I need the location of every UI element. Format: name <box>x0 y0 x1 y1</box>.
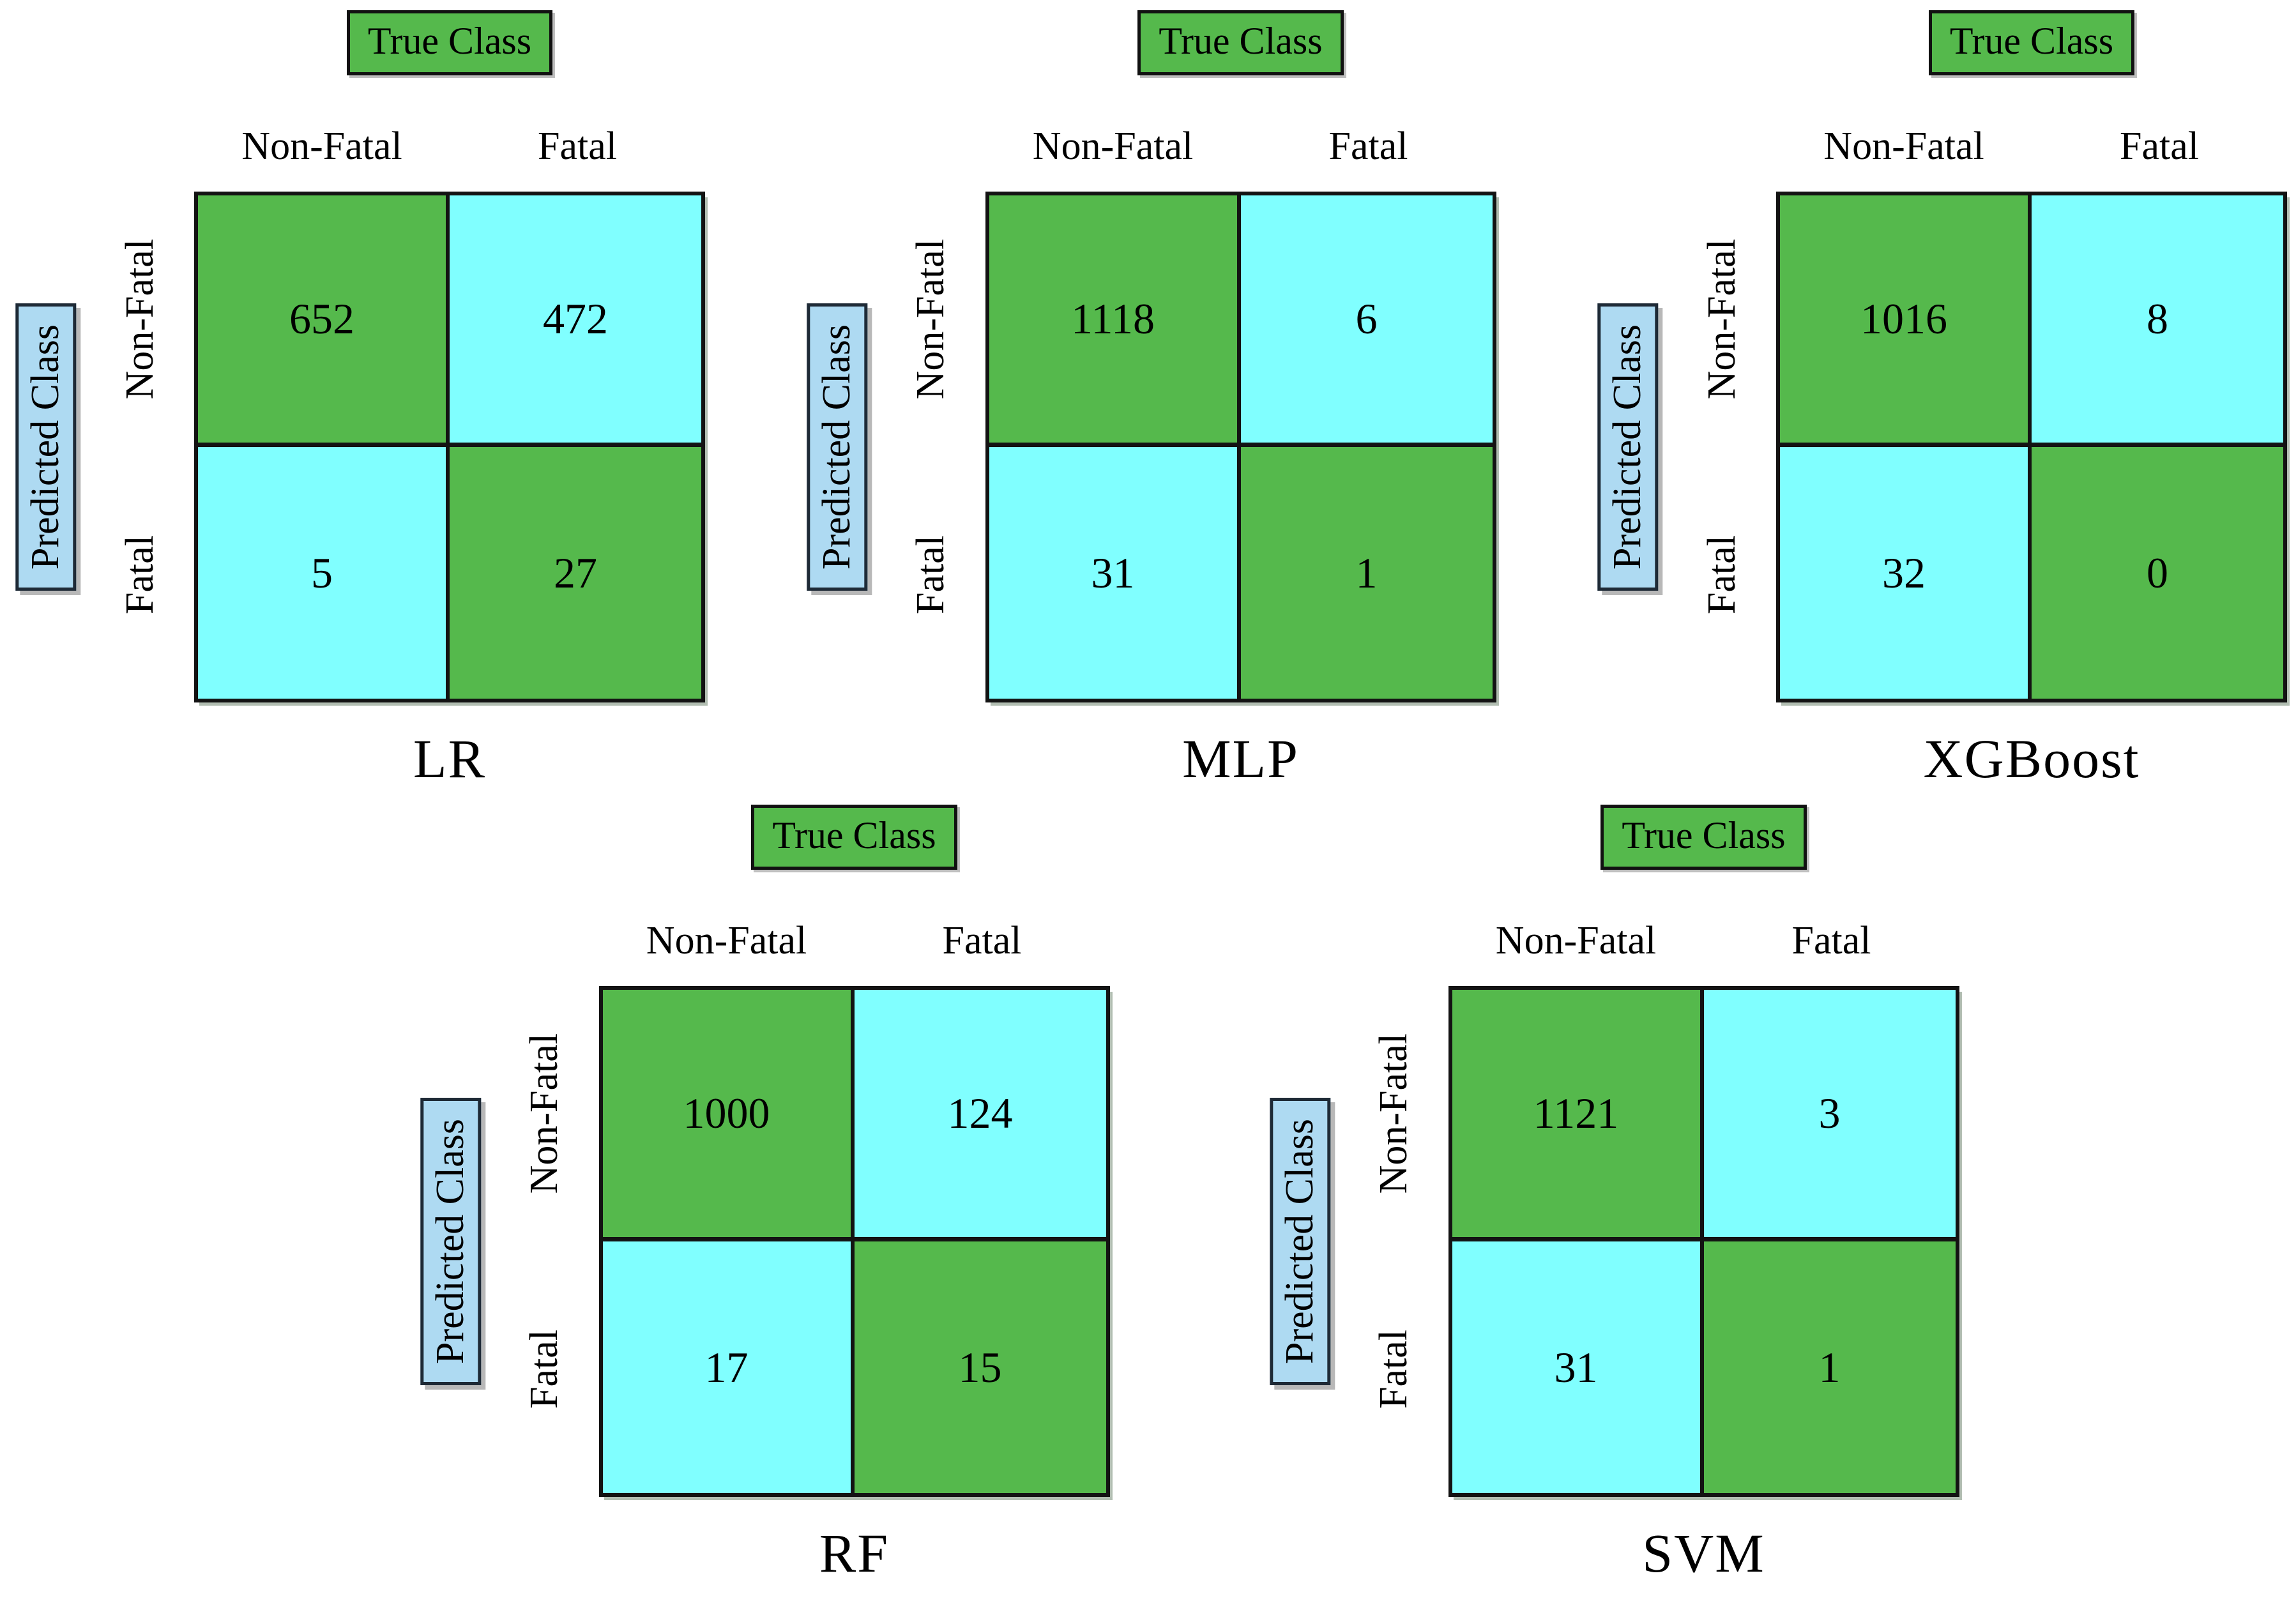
matrix-cell-r1c1: 1 <box>1240 447 1493 699</box>
row-label-non-fatal: Non-Fatal <box>1372 1033 1415 1194</box>
matrix-cell-r1c1: 1 <box>1703 1241 1956 1493</box>
row-labels: Non-Fatal Fatal <box>490 986 599 1497</box>
true-class-label: True Class <box>1137 10 1344 75</box>
matrix-cell-r1c1: 0 <box>2032 447 2283 699</box>
row-label-non-fatal: Non-Fatal <box>1699 239 1744 400</box>
true-class-label: True Class <box>751 805 957 870</box>
col-label-fatal: Fatal <box>1328 125 1408 168</box>
panel-xgboost: True Class Non-Fatal Fatal Predicted Cla… <box>1591 10 2287 791</box>
row-label-non-fatal: Non-Fatal <box>118 239 162 400</box>
col-label-fatal: Fatal <box>942 919 1022 962</box>
confusion-matrix-rf: 1000 124 17 15 <box>598 986 1110 1497</box>
row-label-non-fatal: Non-Fatal <box>909 239 952 400</box>
model-title-lr: LR <box>413 728 486 789</box>
column-labels: Non-Fatal Fatal <box>599 918 1110 966</box>
col-label-non-fatal: Non-Fatal <box>1495 919 1657 962</box>
matrix-cell-r0c1: 6 <box>1240 195 1493 447</box>
true-class-label: True Class <box>1928 10 2135 75</box>
matrix-cell-r1c0: 5 <box>198 447 450 699</box>
matrix-cell-r1c0: 31 <box>989 447 1241 699</box>
col-label-non-fatal: Non-Fatal <box>646 919 807 962</box>
confusion-matrix-svm: 1121 3 31 1 <box>1448 986 1959 1497</box>
col-label-non-fatal: Non-Fatal <box>1823 125 1984 168</box>
row-labels: Non-Fatal Fatal <box>1340 986 1448 1497</box>
predicted-class-label: Predicted Class <box>806 303 867 591</box>
matrix-cell-r1c0: 17 <box>602 1241 855 1493</box>
bottom-row: True Class Non-Fatal Fatal Predicted Cla… <box>38 805 2296 1585</box>
matrix-cell-r0c1: 8 <box>2032 195 2283 447</box>
col-label-fatal: Fatal <box>2120 125 2199 168</box>
panel-rf: True Class Non-Fatal Fatal Predicted Cla… <box>414 805 1110 1585</box>
row-label-non-fatal: Non-Fatal <box>522 1033 566 1194</box>
panel-mlp: True Class Non-Fatal Fatal Predicted Cla… <box>800 10 1496 791</box>
confusion-matrix-lr: 652 472 5 27 <box>194 192 705 702</box>
row-labels: Non-Fatal Fatal <box>1668 192 1776 702</box>
matrix-cell-r1c1: 15 <box>854 1241 1106 1493</box>
matrix-cell-r1c0: 32 <box>1780 447 2032 699</box>
matrix-cell-r1c0: 31 <box>1452 1241 1704 1493</box>
col-label-fatal: Fatal <box>538 125 617 168</box>
predicted-class-label: Predicted Class <box>1269 1098 1330 1385</box>
row-label-fatal: Fatal <box>909 535 952 614</box>
column-labels: Non-Fatal Fatal <box>1448 918 1959 966</box>
matrix-cell-r0c0: 652 <box>198 195 450 447</box>
row-label-fatal: Fatal <box>1699 535 1744 614</box>
matrix-cell-r0c0: 1016 <box>1780 195 2032 447</box>
matrix-cell-r0c0: 1121 <box>1452 990 1704 1241</box>
matrix-cell-r0c0: 1000 <box>602 990 855 1241</box>
matrix-cell-r0c1: 3 <box>1703 990 1956 1241</box>
model-title-svm: SVM <box>1642 1522 1765 1584</box>
predicted-class-label: Predicted Class <box>1597 303 1659 591</box>
row-label-fatal: Fatal <box>522 1330 566 1409</box>
model-title-mlp: MLP <box>1182 728 1299 789</box>
model-title-xgboost: XGBoost <box>1923 728 2140 789</box>
true-class-label: True Class <box>346 10 553 75</box>
matrix-cell-r1c1: 27 <box>450 447 701 699</box>
col-label-non-fatal: Non-Fatal <box>1032 125 1194 168</box>
confusion-matrix-mlp: 1118 6 31 1 <box>985 192 1496 702</box>
predicted-class-label: Predicted Class <box>15 303 77 591</box>
row-labels: Non-Fatal Fatal <box>86 192 194 702</box>
row-label-fatal: Fatal <box>118 535 162 614</box>
row-labels: Non-Fatal Fatal <box>877 192 985 702</box>
panel-svm: True Class Non-Fatal Fatal Predicted Cla… <box>1263 805 1959 1585</box>
panel-lr: True Class Non-Fatal Fatal Predicted Cla… <box>9 10 705 791</box>
true-class-label: True Class <box>1600 805 1807 870</box>
matrix-cell-r0c1: 124 <box>854 990 1106 1241</box>
confusion-matrix-xgboost: 1016 8 32 0 <box>1776 192 2287 702</box>
column-labels: Non-Fatal Fatal <box>985 124 1496 171</box>
col-label-non-fatal: Non-Fatal <box>241 125 402 168</box>
matrix-cell-r0c0: 1118 <box>989 195 1241 447</box>
column-labels: Non-Fatal Fatal <box>1776 124 2287 171</box>
row-label-fatal: Fatal <box>1372 1330 1415 1409</box>
predicted-class-label: Predicted Class <box>420 1098 481 1385</box>
top-row: True Class Non-Fatal Fatal Predicted Cla… <box>0 10 2296 791</box>
column-labels: Non-Fatal Fatal <box>194 124 705 171</box>
matrix-cell-r0c1: 472 <box>450 195 701 447</box>
col-label-fatal: Fatal <box>1791 919 1871 962</box>
model-title-rf: RF <box>819 1522 890 1584</box>
